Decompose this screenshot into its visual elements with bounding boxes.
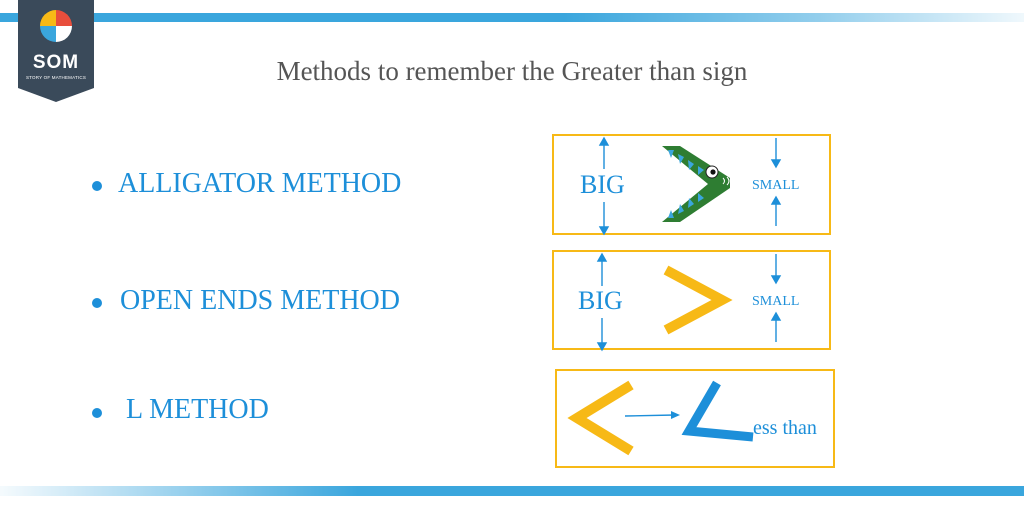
bullet-open-ends: [92, 298, 102, 308]
greater-than-icon: [663, 265, 733, 335]
l-shape-icon: [681, 380, 754, 442]
bullet-l-method: [92, 408, 102, 418]
small-label: SMALL: [752, 294, 800, 309]
open-ends-box: BIG SMALL: [552, 250, 831, 352]
big-label: BIG: [580, 170, 625, 199]
bottom-decor-bar: [0, 486, 1024, 496]
alligator-icon: [662, 146, 730, 222]
alligator-arrows: [598, 136, 782, 236]
small-label: SMALL: [752, 178, 800, 193]
logo-subtext: STORY OF MATHEMATICS: [25, 75, 87, 80]
big-label: BIG: [578, 286, 623, 315]
open-ends-arrows: [596, 252, 782, 352]
page-title: Methods to remember the Greater than sig…: [276, 56, 748, 86]
som-logo: [18, 0, 94, 102]
logo-text: SOM: [32, 52, 80, 73]
bullet-alligator: [92, 181, 102, 191]
right-arrow-icon: [624, 411, 680, 419]
top-decor-bar: [0, 13, 1024, 22]
l-method-box: ess than: [555, 369, 835, 468]
less-than-icon: [567, 380, 634, 456]
method-label-open-ends: OPEN ENDS METHOD: [120, 285, 400, 316]
logo-mark-icon: [40, 10, 72, 42]
alligator-box: BIG SMALL: [552, 134, 831, 236]
method-label-alligator: ALLIGATOR METHOD: [118, 168, 402, 199]
method-label-l: L METHOD: [126, 394, 269, 425]
less-than-text: ess than: [753, 417, 817, 439]
